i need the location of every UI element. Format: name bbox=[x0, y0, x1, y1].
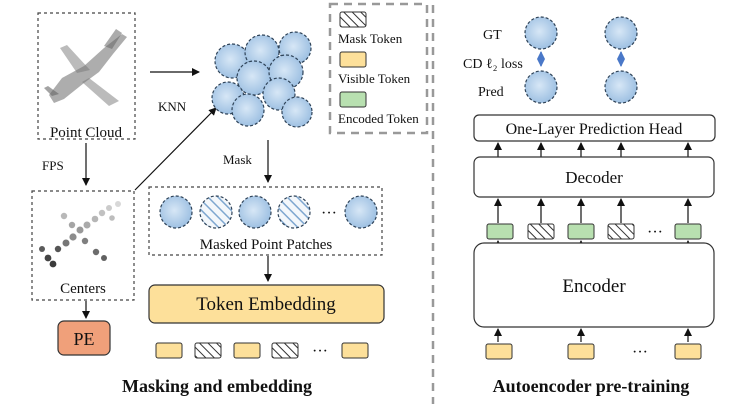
gt-label: GT bbox=[483, 28, 502, 43]
patch-cluster bbox=[211, 31, 313, 128]
legend-mask-token-swatch bbox=[339, 11, 367, 28]
encoded-token bbox=[486, 223, 514, 240]
legend-encoded-token-swatch bbox=[339, 91, 367, 108]
visible-patch bbox=[238, 195, 272, 229]
visible-token bbox=[341, 342, 369, 359]
legend-visible-token: Visible Token bbox=[338, 71, 411, 86]
pe-label: PE bbox=[73, 329, 94, 349]
knn-label: KNN bbox=[158, 99, 187, 114]
token-embedding-box bbox=[148, 284, 385, 324]
mask-token bbox=[194, 342, 222, 359]
encoder-box bbox=[473, 242, 715, 328]
fps-label: FPS bbox=[42, 158, 64, 173]
legend-mask-token: Mask Token bbox=[338, 31, 403, 46]
loss-arrows bbox=[537, 51, 625, 67]
visible-token bbox=[485, 343, 513, 360]
token-embedding-label: Token Embedding bbox=[196, 294, 336, 315]
visible-patch bbox=[159, 195, 193, 229]
encoded-token bbox=[674, 223, 702, 240]
encoder-input-token-row bbox=[485, 343, 702, 360]
visible-token bbox=[674, 343, 702, 360]
cd-loss-label: CD ℓ₂ loss bbox=[463, 57, 523, 72]
pe-box bbox=[57, 320, 111, 356]
visible-patch bbox=[344, 195, 378, 229]
centers-to-knn-arrow bbox=[134, 107, 217, 191]
visible-token bbox=[155, 342, 183, 359]
masked-patch bbox=[199, 195, 233, 229]
embedded-token-row bbox=[155, 342, 369, 359]
decoder-input-token-row bbox=[486, 223, 702, 240]
tokens-to-encoder-arrows bbox=[494, 328, 692, 342]
point-cloud-label: Point Cloud bbox=[50, 125, 123, 141]
visible-token bbox=[233, 342, 261, 359]
pred-patches bbox=[524, 70, 638, 104]
decoder-to-head-arrows bbox=[494, 142, 692, 157]
masked-patch-row bbox=[159, 195, 378, 229]
decoder-box bbox=[473, 156, 715, 198]
encoder-label: Encoder bbox=[562, 276, 626, 297]
encoded-token bbox=[567, 223, 595, 240]
mask-token bbox=[607, 223, 635, 240]
token-ellipsis: ··· bbox=[312, 343, 328, 360]
legend-box bbox=[328, 2, 429, 135]
pred-label: Pred bbox=[478, 85, 504, 100]
gt-patches bbox=[524, 16, 638, 50]
prediction-head-box bbox=[473, 114, 716, 142]
legend-visible-token-swatch bbox=[339, 51, 367, 68]
mask-label: Mask bbox=[223, 152, 252, 167]
tokens-to-decoder-arrows bbox=[494, 198, 692, 223]
visible-token bbox=[567, 343, 595, 360]
encoder-token-ellipsis: ··· bbox=[632, 344, 648, 361]
airplane-point-cloud bbox=[44, 29, 127, 106]
mask-token bbox=[527, 223, 555, 240]
mask-token bbox=[271, 342, 299, 359]
masked-patches-box bbox=[148, 186, 383, 256]
decoder-token-ellipsis: ··· bbox=[647, 224, 663, 241]
decoder-label: Decoder bbox=[565, 168, 623, 187]
patch-ellipsis: ··· bbox=[321, 205, 337, 222]
prediction-head-label: One-Layer Prediction Head bbox=[506, 121, 683, 138]
centers-box bbox=[31, 190, 135, 301]
masked-patch bbox=[277, 195, 311, 229]
point-cloud-box bbox=[37, 12, 136, 140]
centers-point-cloud bbox=[39, 201, 121, 268]
masked-patches-label: Masked Point Patches bbox=[200, 237, 333, 253]
left-caption: Masking and embedding bbox=[122, 376, 312, 396]
centers-label: Centers bbox=[60, 281, 106, 297]
legend-encoded-token: Encoded Token bbox=[338, 111, 419, 126]
right-caption: Autoencoder pre-training bbox=[493, 376, 690, 396]
